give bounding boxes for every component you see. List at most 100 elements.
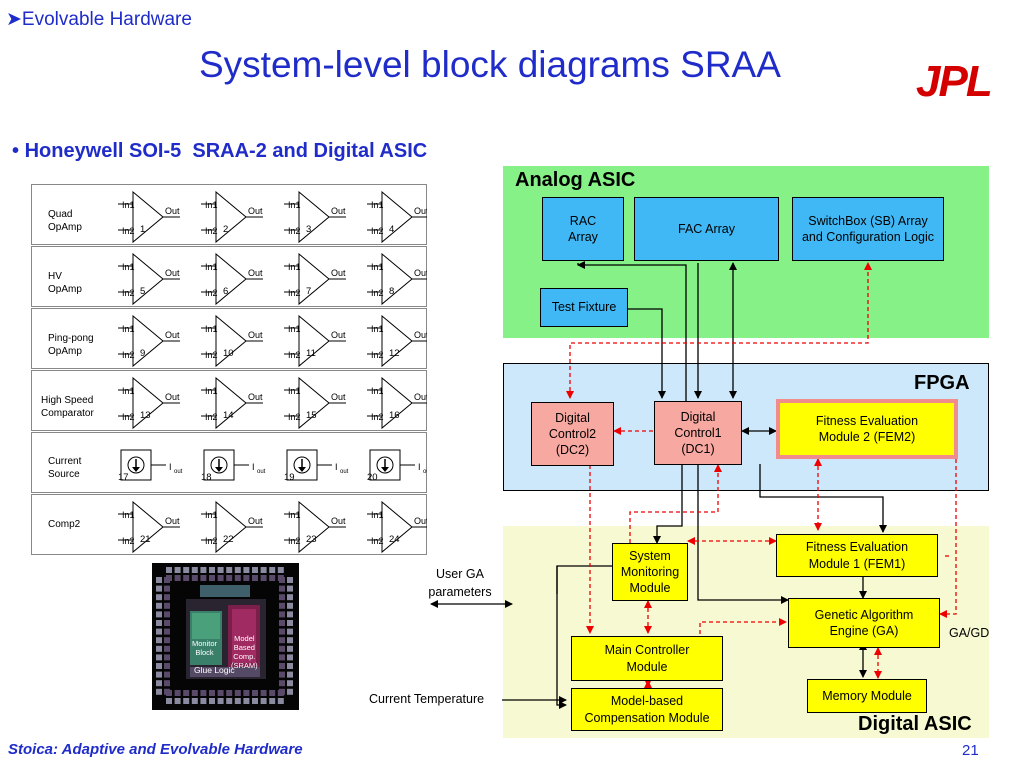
- smm-box: System Monitoring Module: [612, 543, 688, 601]
- amplifier-diagram: QuadOpAmpIn1In2Out1In1In2Out2In1In2Out3I…: [31, 184, 432, 555]
- amp-number: 10: [223, 348, 234, 359]
- opamp-triangle-icon: [215, 500, 247, 554]
- opamp-in2-label: In2: [288, 350, 301, 360]
- opamp-in2-label: In2: [288, 536, 301, 546]
- memory-box: Memory Module: [807, 679, 927, 713]
- amp-number: 21: [140, 534, 151, 545]
- dc2-to-analog-dashed: [566, 262, 872, 399]
- iout-label: I: [418, 462, 421, 472]
- chip-model-label: Model Based Comp. (SRAM): [231, 634, 258, 670]
- footer-author: Stoica: Adaptive and Evolvable Hardware: [8, 741, 303, 758]
- iout-sub-label: out: [340, 469, 349, 475]
- opamp-out-label: Out: [248, 206, 263, 216]
- opamp-in2-label: In2: [205, 536, 218, 546]
- opamp-out-label: Out: [331, 206, 346, 216]
- amp-row-label: Ping-pong: [48, 333, 94, 344]
- opamp-in1-label: In1: [371, 200, 384, 210]
- amp-number: 5: [140, 286, 145, 297]
- iout-label: I: [169, 462, 172, 472]
- amp-number: 8: [389, 286, 394, 297]
- opamp-in1-label: In1: [122, 510, 135, 520]
- opamp-triangle-icon: [298, 376, 330, 430]
- opamp-in1-label: In1: [122, 200, 135, 210]
- current-arrow-head-icon: [381, 467, 389, 472]
- opamp-triangle-icon: [381, 190, 413, 244]
- opamp-in2-label: In2: [205, 412, 218, 422]
- bullet-text: Honeywell SOI-5 SRAA-2 and Digital ASIC: [24, 140, 428, 162]
- dc1-box: Digital Control1 (DC1): [654, 401, 742, 465]
- iout-label: I: [252, 462, 255, 472]
- switchbox-box: SwitchBox (SB) Array and Configuration L…: [792, 197, 944, 261]
- opamp-out-label: Out: [165, 206, 180, 216]
- amp-row-label: Quad: [48, 209, 72, 220]
- opamp-out-label: Out: [165, 516, 180, 526]
- dc1-to-rac-line: [577, 261, 687, 401]
- opamp-in2-label: In2: [371, 412, 384, 422]
- amp-number: 23: [306, 534, 317, 545]
- opamp-in1-label: In1: [205, 386, 218, 396]
- opamp-triangle-icon: [215, 252, 247, 306]
- mbc-box: Model-based Compensation Module: [571, 688, 723, 731]
- mcm-ga-dashed: [699, 618, 787, 634]
- dc1-ga-line: [697, 464, 789, 604]
- amp-number: 15: [306, 410, 317, 421]
- opamp-in1-label: In1: [122, 324, 135, 334]
- opamp-in2-label: In2: [288, 288, 301, 298]
- svg-text:JPL: JPL: [916, 60, 991, 102]
- dc1-smm-line: [653, 464, 683, 544]
- amp-row-label: Comparator: [41, 408, 94, 419]
- opamp-out-label: Out: [165, 268, 180, 278]
- opamp-in1-label: In1: [371, 262, 384, 272]
- amp-row-label: Source: [48, 469, 80, 480]
- current-arrow-head-icon: [215, 467, 223, 472]
- opamp-out-label: Out: [331, 392, 346, 402]
- opamp-in1-label: In1: [122, 386, 135, 396]
- opamp-triangle-icon: [298, 190, 330, 244]
- amp-number: 24: [389, 534, 400, 545]
- opamp-in1-label: In1: [205, 200, 218, 210]
- page-title: System-level block diagrams SRAA: [199, 44, 781, 85]
- opamp-in1-label: In1: [288, 200, 301, 210]
- amp-number: 6: [223, 286, 228, 297]
- opamp-in2-label: In2: [205, 226, 218, 236]
- opamp-triangle-icon: [381, 252, 413, 306]
- smm-left-line: [556, 565, 612, 709]
- breadcrumb-label: Evolvable Hardware: [21, 9, 192, 30]
- opamp-in1-label: In1: [205, 510, 218, 520]
- iout-label: I: [335, 462, 338, 472]
- opamp-out-label: Out: [331, 330, 346, 340]
- testfixture-dc1-line: [628, 308, 666, 399]
- mcm-box: Main Controller Module: [571, 636, 723, 681]
- opamp-out-label: Out: [248, 268, 263, 278]
- iout-sub-label: out: [174, 469, 183, 475]
- analog-asic-title: Analog ASIC: [515, 169, 636, 191]
- opamp-in1-label: In1: [122, 262, 135, 272]
- page-number: 21: [962, 742, 979, 759]
- fem2-box: Fitness Evaluation Module 2 (FEM2): [776, 399, 958, 459]
- opamp-in1-label: In1: [371, 324, 384, 334]
- opamp-triangle-icon: [298, 314, 330, 368]
- test-fixture-box: Test Fixture: [540, 288, 628, 327]
- amp-number: 22: [223, 534, 234, 545]
- opamp-in1-label: In1: [371, 510, 384, 520]
- amp-number: 3: [306, 224, 311, 235]
- user-ga-label: User GA parameters: [428, 567, 492, 599]
- fem2-ga-dashed: [939, 459, 957, 618]
- opamp-in2-label: In2: [122, 536, 135, 546]
- amp-row-label: High Speed: [41, 395, 93, 406]
- opamp-triangle-icon: [132, 252, 164, 306]
- opamp-out-label: Out: [248, 330, 263, 340]
- amp-row-label: OpAmp: [48, 222, 82, 233]
- iout-sub-label: out: [257, 469, 266, 475]
- amp-number: 17: [118, 472, 129, 483]
- opamp-triangle-icon: [381, 376, 413, 430]
- opamp-in2-label: In2: [288, 412, 301, 422]
- temperature-label: Current Temperature: [369, 692, 485, 706]
- chip-die-photo: Monitor Block Model Based Comp. (SRAM) G…: [152, 563, 299, 710]
- amp-number: 18: [201, 472, 212, 483]
- dc2-box: Digital Control2 (DC2): [531, 402, 614, 466]
- opamp-triangle-icon: [215, 376, 247, 430]
- opamp-in1-label: In1: [288, 510, 301, 520]
- opamp-in2-label: In2: [205, 288, 218, 298]
- opamp-out-label: Out: [414, 206, 427, 216]
